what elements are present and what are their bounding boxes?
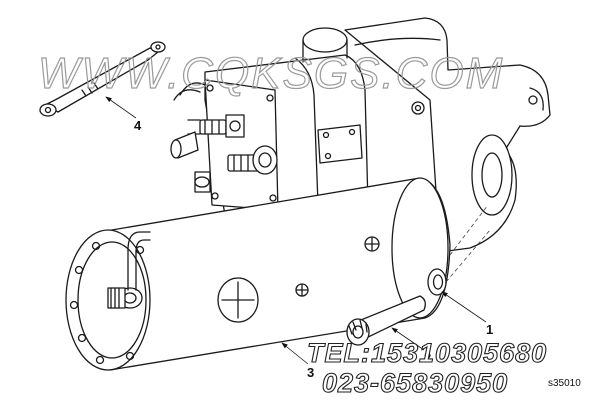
- callout-4: 4: [105, 96, 142, 133]
- cross-plug-small-b: [364, 236, 380, 252]
- cross-plug-small-a: [295, 283, 309, 297]
- cross-plug-large: [217, 277, 259, 323]
- drive-housing: [344, 17, 551, 253]
- callout-2: 2: [391, 327, 431, 365]
- part-2-shaft: [346, 295, 426, 346]
- figure-number: s35010: [548, 378, 581, 389]
- solenoid: [170, 27, 369, 216]
- part-1-washer: [427, 268, 447, 296]
- callout-4-label: 4: [134, 118, 142, 133]
- contact-phone-text: 023-65830950: [322, 368, 508, 398]
- callout-3: 3: [281, 342, 314, 380]
- callout-1: 1: [441, 291, 493, 337]
- callout-1-label: 1: [486, 322, 493, 337]
- watermark-text: WWW.CQKSGS.COM: [38, 49, 504, 98]
- part-4-cable-strap: [39, 41, 166, 117]
- bracket-plate: [317, 124, 363, 164]
- callout-2-label: 2: [424, 350, 431, 365]
- contact-tel-text: TEL:15310305680: [307, 338, 547, 368]
- callout-3-label: 3: [307, 365, 314, 380]
